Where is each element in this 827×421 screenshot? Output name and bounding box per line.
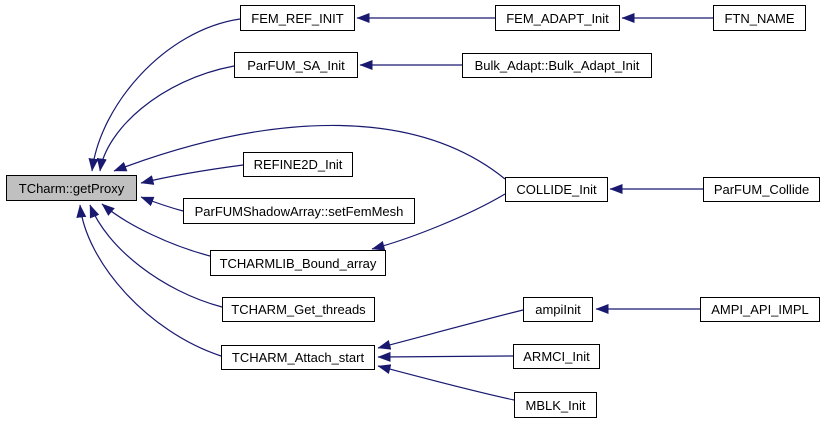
edge-tcharm-get-threads-to-tcharm-getproxy xyxy=(89,204,223,308)
node-fem-ref-init[interactable]: FEM_REF_INIT xyxy=(240,5,355,31)
node-armci-init[interactable]: ARMCI_Init xyxy=(513,344,600,369)
node-parfum-collide[interactable]: ParFUM_Collide xyxy=(703,177,820,202)
node-collide-init[interactable]: COLLIDE_Init xyxy=(505,177,608,202)
node-tcharm-getproxy[interactable]: TCharm::getProxy xyxy=(6,175,137,201)
edge-parfum-sa-init-to-tcharm-getproxy xyxy=(96,65,235,172)
node-ampiinit[interactable]: ampiInit xyxy=(523,297,593,322)
node-parfum-sa-init[interactable]: ParFUM_SA_Init xyxy=(234,52,358,78)
node-bulk-adapt-init[interactable]: Bulk_Adapt::Bulk_Adapt_Init xyxy=(462,53,652,78)
node-tcharm-attach-start[interactable]: TCHARM_Attach_start xyxy=(221,345,375,370)
edge-ampiinit-to-tcharm-attach-start xyxy=(377,309,524,350)
edge-collide-init-to-tcharmlib-bound-array xyxy=(371,193,506,251)
node-ampi-api-impl[interactable]: AMPI_API_IMPL xyxy=(700,297,820,322)
edge-parfumshadowarray-setfemmesh-to-tcharm-getproxy xyxy=(140,196,184,212)
node-refine2d-init[interactable]: REFINE2D_Init xyxy=(243,152,353,177)
edge-collide-init-to-tcharm-getproxy xyxy=(113,124,506,180)
edge-armci-init-to-tcharm-attach-start xyxy=(377,351,514,362)
node-parfumshadowarray-setfemmesh[interactable]: ParFUMShadowArray::setFemMesh xyxy=(183,198,415,224)
node-tcharmlib-bound-array[interactable]: TCHARMLIB_Bound_array xyxy=(210,250,386,276)
edge-tcharm-attach-start-to-tcharm-getproxy xyxy=(76,204,222,357)
edge-mblk-init-to-tcharm-attach-start xyxy=(377,364,515,401)
node-ftn-name[interactable]: FTN_NAME xyxy=(713,5,806,31)
edge-fem-ref-init-to-tcharm-getproxy xyxy=(88,18,241,172)
node-mblk-init[interactable]: MBLK_Init xyxy=(514,392,597,418)
edge-refine2d-init-to-tcharm-getproxy xyxy=(140,164,244,185)
node-fem-adapt-init[interactable]: FEM_ADAPT_Init xyxy=(495,5,620,31)
edge-tcharmlib-bound-array-to-tcharm-getproxy xyxy=(101,203,211,257)
node-tcharm-get-threads[interactable]: TCHARM_Get_threads xyxy=(222,297,375,322)
